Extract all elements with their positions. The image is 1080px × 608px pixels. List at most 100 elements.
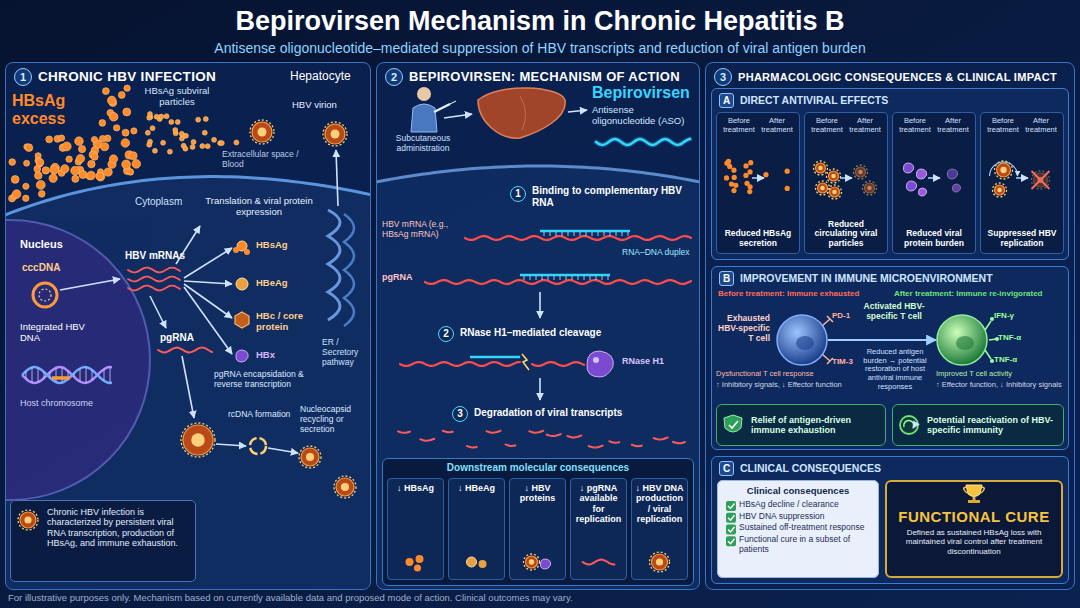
illustration [995, 337, 999, 341]
illustration [724, 415, 742, 432]
illustration [62, 367, 63, 382]
process-text: ↓ HBV DNA production / viral replication [635, 483, 684, 524]
illustration [578, 276, 579, 280]
illustration [529, 559, 534, 564]
panel: 2BEPIROVIRSEN: MECHANISM OF ACTIONDownst… [376, 62, 700, 590]
illustration [589, 446, 603, 448]
illustration [80, 368, 81, 381]
illustration [587, 351, 613, 377]
illustration [540, 559, 550, 569]
illustration [219, 141, 224, 146]
check-item: Functional cure in a subset of patients [724, 535, 872, 555]
section-letter: B [719, 271, 734, 286]
label-text: pgRNA encapsidation & reverse transcript… [214, 370, 318, 390]
label-text: Bepirovirsen [592, 84, 696, 102]
illustration [147, 142, 152, 147]
illustration [107, 96, 116, 105]
illustration [336, 478, 354, 496]
illustration [467, 446, 477, 447]
illustration [411, 104, 437, 132]
section-title: CLINICAL CONSEQUENCES [740, 462, 881, 474]
illustration [968, 500, 980, 503]
illustration [150, 126, 155, 131]
illustration [580, 232, 581, 236]
illustration [109, 155, 117, 163]
step-number: 1 [14, 68, 32, 86]
illustration [570, 478, 627, 580]
illustration [608, 276, 609, 280]
illustration [1031, 171, 1049, 189]
illustration [306, 453, 314, 461]
illustration [532, 362, 584, 366]
label-text: Dysfunctional T cell response [716, 370, 854, 379]
state-label: After treatment [1022, 117, 1060, 134]
illustration [820, 186, 825, 191]
illustration [328, 210, 340, 320]
label-text: HBsAg excess [12, 92, 84, 129]
illustration [479, 560, 487, 568]
illustration [522, 354, 529, 370]
illustration [973, 497, 976, 500]
illustration [827, 169, 841, 183]
label-text: TNF-α [998, 333, 1042, 342]
illustration [88, 160, 96, 168]
illustration [32, 367, 33, 382]
effect-box: Before treatmentAfter treatmentReduced v… [892, 112, 976, 254]
illustration [743, 163, 748, 168]
process-text: ↓ pgRNA available for replication [574, 483, 623, 524]
text-row: Before treatmentAfter treatment [720, 117, 796, 134]
illustration [39, 289, 51, 301]
label-text: HBsAg [256, 240, 316, 251]
illustration [110, 367, 111, 383]
process-box: ↓ HBV DNA production / viral replication [631, 478, 688, 580]
illustration [590, 276, 591, 280]
illustration [855, 167, 865, 177]
illustration [109, 112, 118, 121]
illustration [832, 190, 837, 195]
label-text: Integrated HBV DNA [20, 322, 102, 344]
illustration [92, 370, 93, 380]
illustration [631, 478, 688, 580]
illustration [524, 554, 540, 570]
illustration [711, 456, 1069, 584]
section-box: BIMPROVEMENT IN IMMUNE MICROENVIRONMENTE… [711, 266, 1069, 450]
illustration [301, 448, 319, 466]
illustration [711, 266, 1069, 450]
illustration [716, 404, 886, 446]
illustration [145, 130, 150, 135]
illustration [252, 122, 272, 142]
illustration [997, 188, 1002, 193]
illustration [50, 372, 51, 378]
process-box: ↓ HBsAg [387, 478, 444, 580]
illustration [752, 177, 764, 179]
illustration [190, 144, 195, 149]
illustration [726, 513, 736, 523]
cell-label: Exhausted HBV-specific T cell [716, 314, 770, 343]
illustration [87, 171, 96, 180]
illustration [444, 114, 472, 118]
illustration [132, 160, 141, 169]
effect-caption: Suppressed HBV replication [984, 229, 1060, 249]
illustration [853, 165, 867, 179]
illustration [398, 431, 410, 432]
illustration [989, 339, 996, 340]
illustration [586, 232, 587, 236]
illustration [74, 373, 75, 376]
illustration [726, 536, 736, 546]
illustration [822, 316, 833, 326]
illustration [448, 478, 505, 580]
badge-text: Potential reactivation of HBV-specific i… [927, 415, 1057, 436]
illustration [6, 177, 370, 215]
illustration [747, 169, 752, 174]
illustration [467, 557, 477, 567]
label-text: 1 [510, 186, 526, 202]
illustration [99, 120, 106, 127]
label-text: Antisense oligonucleotide–mediated suppr… [0, 40, 1080, 56]
illustration [377, 166, 699, 182]
panel-title: CHRONIC HBV INFECTION [38, 69, 216, 85]
checklist-heading: Clinical consequences [724, 486, 872, 497]
process-box: ↓ HBeAg [448, 478, 505, 580]
illustration [539, 378, 541, 400]
illustration [417, 87, 431, 101]
illustration [23, 195, 29, 201]
